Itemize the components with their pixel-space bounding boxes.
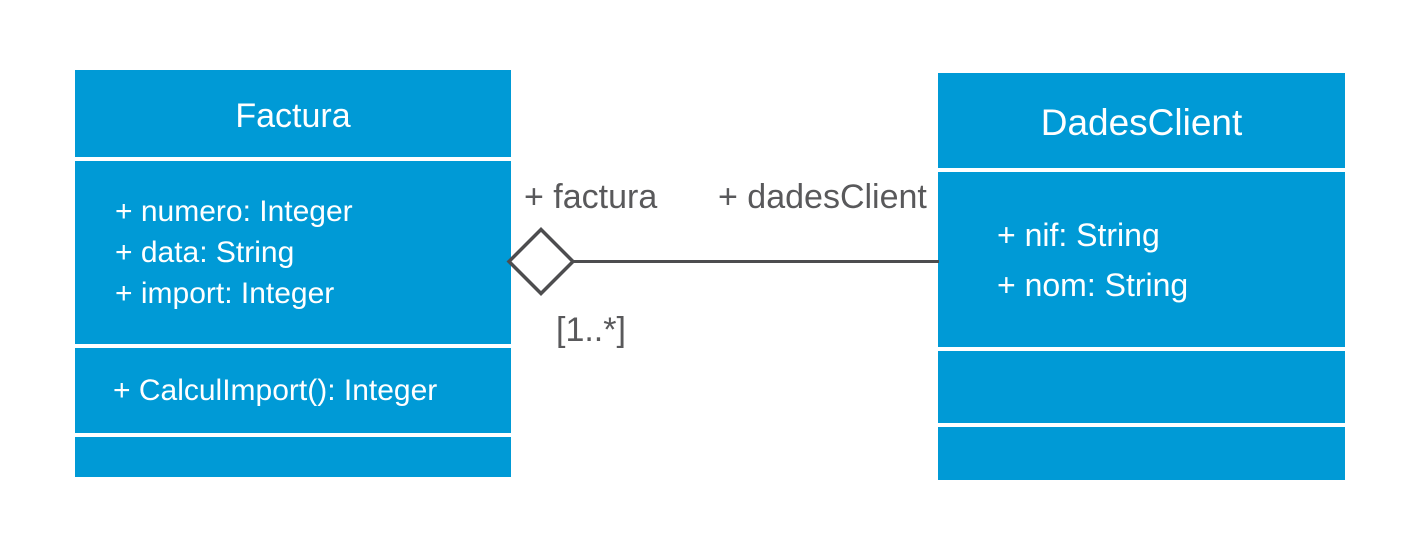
class-operations-factura: + CalculImport(): Integer <box>75 348 511 433</box>
class-empty-compartment-factura <box>75 437 511 477</box>
attribute-numero: + numero: Integer <box>115 195 353 228</box>
attribute-nif: + nif: String <box>997 216 1160 253</box>
class-box-dadesclient: DadesClient + nif: String + nom: String <box>938 73 1345 480</box>
aggregation-diamond-icon <box>506 227 576 296</box>
class-empty-compartment-dadesclient <box>938 427 1345 480</box>
class-title-dadesclient: DadesClient <box>938 73 1345 168</box>
operation-calculimport: + CalculImport(): Integer <box>113 373 438 407</box>
attribute-import: + import: Integer <box>115 277 335 310</box>
role-label-dadesclient: + dadesClient <box>718 178 927 216</box>
attribute-nom: + nom: String <box>997 266 1189 303</box>
role-label-factura: + factura <box>524 178 658 216</box>
class-box-factura: Factura + numero: Integer + data: String… <box>75 70 511 477</box>
class-operations-dadesclient <box>938 351 1345 423</box>
class-attributes-dadesclient: + nif: String + nom: String <box>938 172 1345 347</box>
attribute-data: + data: String <box>115 236 295 269</box>
class-attributes-factura: + numero: Integer + data: String + impor… <box>75 161 511 344</box>
multiplicity-label: [1..*] <box>556 311 626 349</box>
class-title-factura: Factura <box>75 70 511 157</box>
